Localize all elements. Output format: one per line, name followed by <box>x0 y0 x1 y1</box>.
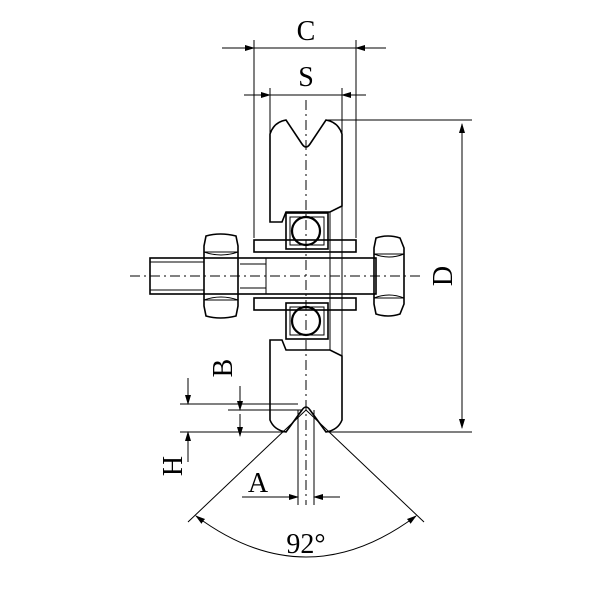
label-d: D <box>428 266 459 286</box>
label-b: B <box>208 359 239 378</box>
label-c: C <box>297 16 316 47</box>
hex-nut-left <box>203 233 239 319</box>
bolt-head-right <box>373 235 405 317</box>
label-a: A <box>248 468 269 499</box>
spacer-bushing <box>253 239 357 311</box>
bearing-lower <box>285 302 329 340</box>
label-s: S <box>298 62 314 93</box>
dimension-d: D <box>326 119 472 433</box>
dimension-h: H <box>158 378 298 476</box>
dimension-angle: 92° <box>187 409 425 560</box>
dimension-c: C <box>222 16 386 238</box>
label-angle: 92° <box>286 529 325 560</box>
bearing-upper <box>285 212 329 250</box>
dimension-a: A <box>242 410 340 505</box>
wheel-lower-half <box>269 339 343 433</box>
dimension-s: S <box>244 62 366 134</box>
dimension-b: B <box>208 359 302 437</box>
label-h: H <box>158 456 189 476</box>
